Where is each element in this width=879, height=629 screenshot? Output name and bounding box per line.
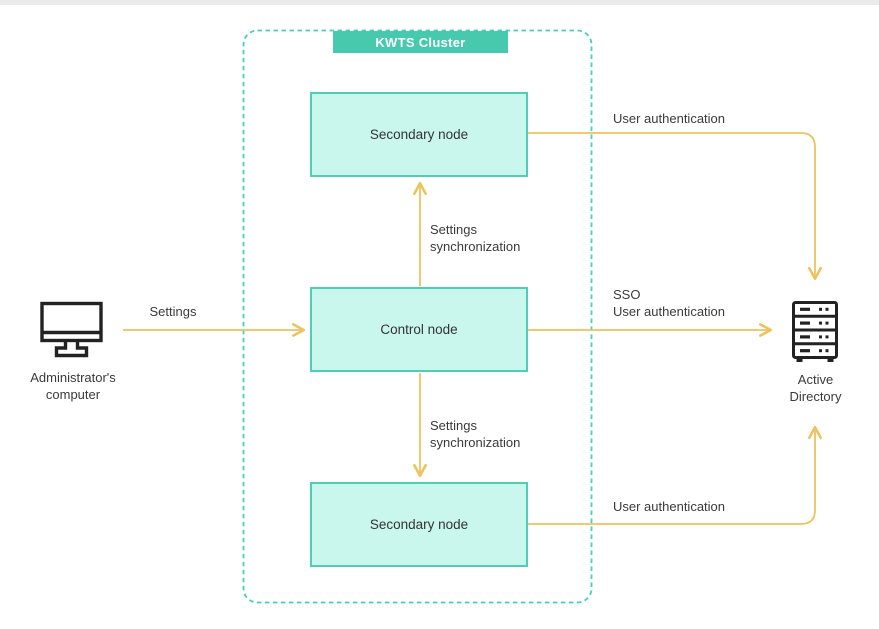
sync-top-label-line1: Settings (430, 222, 477, 237)
active-directory-label-line2: Directory (789, 389, 842, 404)
user-auth-top-arrow (528, 132, 822, 281)
cluster-dashed-border (242, 29, 593, 604)
admin-computer-label-line2: computer (45, 387, 101, 402)
sync-top-label: Settings synchronization (430, 221, 520, 255)
control-node-label: Control node (380, 322, 458, 337)
cluster-title: KWTS Cluster (333, 31, 508, 53)
user-auth-bottom-arrow (528, 425, 822, 525)
sync-bottom-label-line1: Settings (430, 418, 477, 433)
admin-computer-label-line1: Administrator's (30, 370, 116, 385)
sync-top-label-line2: synchronization (430, 239, 521, 254)
sync-bottom-label-line2: synchronization (430, 435, 521, 450)
secondary-node-top: Secondary node (310, 92, 528, 177)
secondary-node-bottom-label: Secondary node (369, 517, 469, 532)
active-directory-label-line1: Active (797, 372, 834, 387)
secondary-node-bottom: Secondary node (310, 482, 528, 567)
control-node: Control node (310, 287, 528, 372)
admin-computer-label: Administrator's computer (12, 369, 134, 403)
server-icon (792, 301, 838, 362)
active-directory-label: Active Directory (767, 371, 864, 405)
monitor-icon (40, 301, 103, 358)
sync-bottom-label: Settings synchronization (430, 417, 520, 451)
user-auth-top-label: User authentication (613, 111, 726, 126)
sso-user-auth-label: SSO User authentication (613, 286, 725, 320)
sso-label-line1: SSO (613, 287, 641, 302)
settings-arrow-label: Settings (149, 304, 197, 319)
secondary-node-top-label: Secondary node (369, 127, 469, 142)
page-top-border (0, 0, 879, 5)
sso-label-line2: User authentication (613, 304, 726, 319)
user-auth-bottom-label: User authentication (613, 499, 726, 514)
